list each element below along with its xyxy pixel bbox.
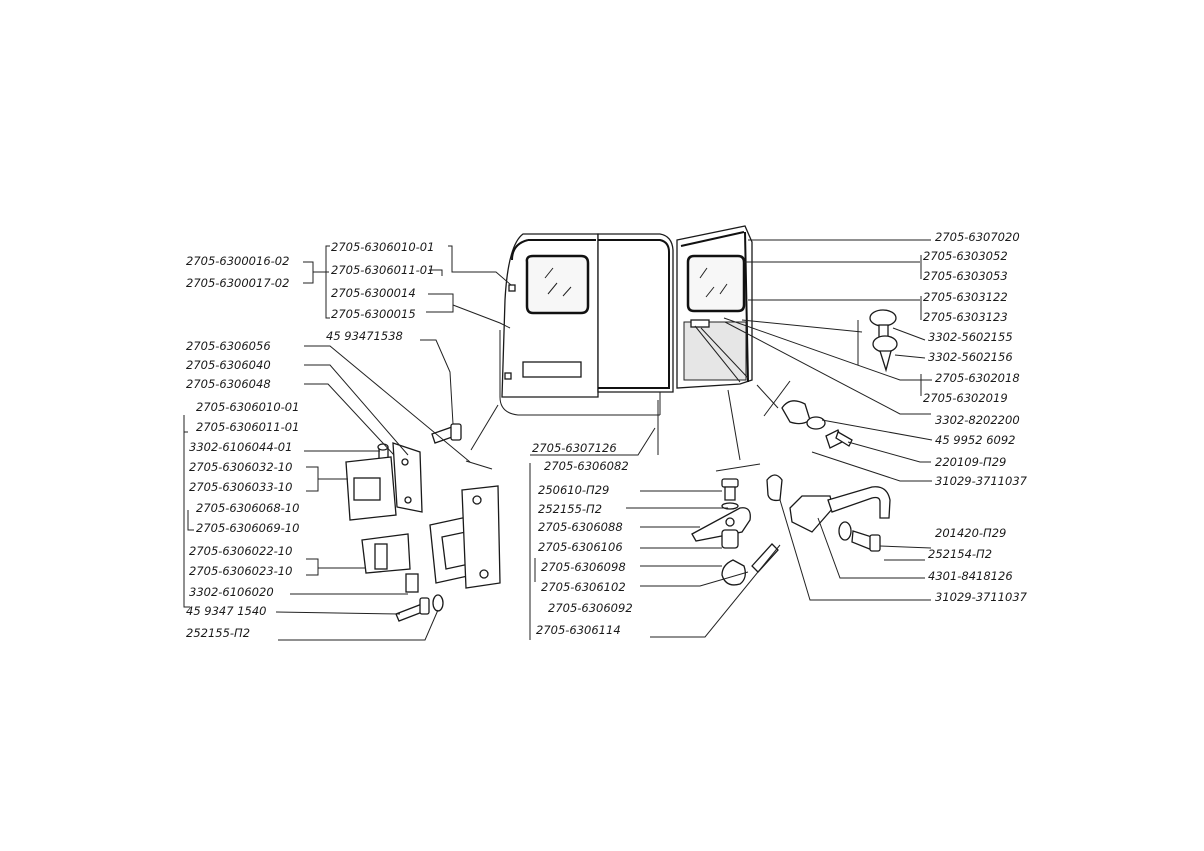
- label-45-9952-6092: 45 9952 6092: [935, 433, 1015, 447]
- label-252155-p2-middle: 252155-П2: [538, 502, 602, 516]
- label-3302-5602155: 3302-5602155: [928, 330, 1013, 344]
- label-2705-6306011-01: 2705-6306011-01: [196, 420, 299, 434]
- label-2705-6303053: 2705-6303053: [923, 269, 1008, 283]
- label-3302-8202200: 3302-8202200: [935, 413, 1020, 427]
- label-2705-6302018: 2705-6302018: [935, 371, 1020, 385]
- label-3302-6106044-01: 3302-6106044-01: [189, 440, 292, 454]
- label-2705-6306010-01: 2705-6306010-01: [196, 400, 299, 414]
- label-2705-6302019: 2705-6302019: [923, 391, 1008, 405]
- label-2705-6306056: 2705-6306056: [186, 339, 271, 353]
- label-2705-6306098: 2705-6306098: [541, 560, 626, 574]
- label-4301-8418126: 4301-8418126: [928, 569, 1013, 583]
- label-2705-6307020: 2705-6307020: [935, 230, 1020, 244]
- label-3302-6106020: 3302-6106020: [189, 585, 274, 599]
- label-2705-6306106: 2705-6306106: [538, 540, 623, 554]
- label-2705-6306010-01-top: 2705-6306010-01: [331, 240, 434, 254]
- label-2705-6306088: 2705-6306088: [538, 520, 623, 534]
- label-2705-6306040: 2705-6306040: [186, 358, 271, 372]
- door-stop-drawing: [781, 400, 853, 449]
- label-2705-6303122: 2705-6303122: [923, 290, 1008, 304]
- label-201420-p29: 201420-П29: [935, 526, 1006, 540]
- rear-doors-drawing: [499, 225, 753, 416]
- label-31029-3711037-bottom: 31029-3711037: [935, 590, 1028, 604]
- label-31029-3711037-top: 31029-3711037: [935, 474, 1028, 488]
- label-3302-5602156: 3302-5602156: [928, 350, 1013, 364]
- label-2705-6306092: 2705-6306092: [548, 601, 633, 615]
- label-2705-6306114: 2705-6306114: [536, 623, 621, 637]
- lock-assembly-drawing: [691, 474, 891, 586]
- label-2705-6306102: 2705-6306102: [541, 580, 626, 594]
- label-2705-6300016-02: 2705-6300016-02: [186, 254, 289, 268]
- label-2705-6306023-10: 2705-6306023-10: [189, 564, 292, 578]
- label-2705-6306068-10: 2705-6306068-10: [196, 501, 299, 515]
- label-2705-6300014: 2705-6300014: [331, 286, 416, 300]
- label-2705-6303052: 2705-6303052: [923, 249, 1008, 263]
- label-252155-p2-left: 252155-П2: [186, 626, 250, 640]
- label-2705-6303123: 2705-6303123: [923, 310, 1008, 324]
- label-45-93471538: 45 93471538: [326, 329, 403, 343]
- label-2705-6306069-10: 2705-6306069-10: [196, 521, 299, 535]
- hinge-assembly-drawing: [345, 423, 501, 622]
- label-2705-6300017-02: 2705-6300017-02: [186, 276, 289, 290]
- label-45-9347-1540: 45 9347 1540: [186, 604, 266, 618]
- label-2705-6307126: 2705-6307126: [532, 441, 617, 455]
- label-2705-6306011-01-top: 2705-6306011-01: [331, 263, 434, 277]
- label-220109-p29: 220109-П29: [935, 455, 1006, 469]
- part-number-labels: 2705-6300016-02 2705-6300017-02 2705-630…: [186, 230, 1028, 640]
- label-2705-6306032-10: 2705-6306032-10: [189, 460, 292, 474]
- clip-drawing: [869, 309, 898, 373]
- label-2705-6306033-10: 2705-6306033-10: [189, 480, 292, 494]
- label-2705-6306048: 2705-6306048: [186, 377, 271, 391]
- label-252154-p2: 252154-П2: [928, 547, 992, 561]
- label-250610-p29: 250610-П29: [538, 483, 609, 497]
- label-2705-6306082: 2705-6306082: [544, 459, 629, 473]
- label-2705-6306022-10: 2705-6306022-10: [189, 544, 292, 558]
- label-2705-6300015: 2705-6300015: [331, 307, 416, 321]
- leader-lines: [183, 239, 933, 641]
